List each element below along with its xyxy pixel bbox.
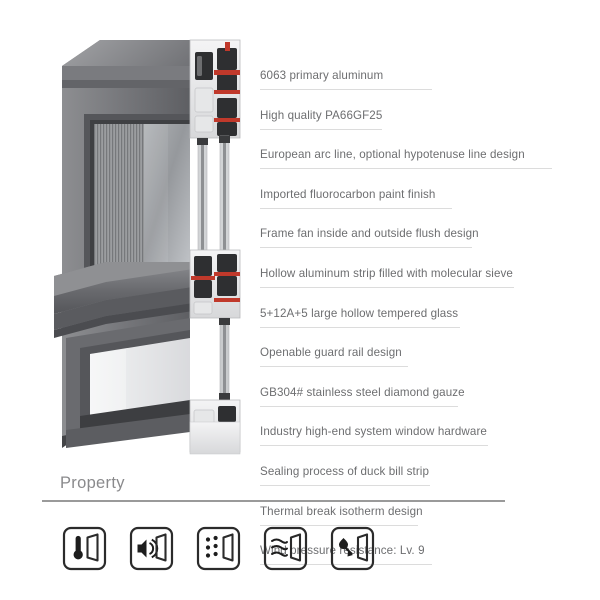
feature-item: Hollow aluminum strip filled with molecu… [252,264,572,293]
feature-item: Openable guard rail design [252,343,572,372]
feature-underline [260,564,432,566]
feature-text: Hollow aluminum strip filled with molecu… [260,266,513,280]
feature-text: High quality PA66GF25 [260,108,383,122]
property-header: Property [42,470,562,504]
feature-item: GB304# stainless steel diamond gauze [252,383,572,412]
feature-text: 5+12A+5 large hollow tempered glass [260,306,459,320]
feature-item: Sealing process of duck bill strip [252,462,572,491]
feature-underline [260,128,382,130]
feature-text: GB304# stainless steel diamond gauze [260,385,465,399]
sound-insulation-icon[interactable] [129,526,174,571]
feature-item: High quality PA66GF25 [252,106,572,135]
feature-item: 5+12A+5 large hollow tempered glass [252,304,572,333]
feature-text: Wind pressure resistance: Lv. 9 [260,544,425,558]
feature-text: Thermal break isotherm design [260,504,423,518]
feature-text: 6063 primary aluminum [260,69,384,82]
feature-list: 6063 primary aluminum High quality PA66G… [252,66,572,581]
feature-text: Sealing process of duck bill strip [260,464,430,478]
feature-underline [260,89,432,90]
property-section: Property [42,470,562,571]
feature-text: Imported fluorocarbon paint finish [260,187,436,201]
air-tightness-icon[interactable] [263,526,308,571]
feature-underline [260,405,458,407]
feature-underline [260,366,408,368]
feature-text: Openable guard rail design [260,346,402,360]
feature-underline [260,168,552,170]
feature-underline [260,524,418,526]
dustproof-icon[interactable] [196,526,241,571]
feature-text: Industry high-end system window hardware [260,425,487,439]
thermal-insulation-icon[interactable] [62,526,107,571]
feature-text: Frame fan inside and outside flush desig… [260,227,479,241]
property-title: Property [60,474,125,492]
feature-item: Industry high-end system window hardware [252,422,572,451]
feature-item: European arc line, optional hypotenuse l… [252,145,572,174]
feature-underline [260,247,472,249]
feature-underline [260,286,514,288]
feature-item: Thermal break isotherm design [252,502,572,531]
feature-underline [260,326,460,328]
feature-text: European arc line, optional hypotenuse l… [260,148,525,162]
feature-underline [260,484,430,486]
product-image [40,18,260,468]
waterproof-icon[interactable] [330,526,375,571]
property-divider [42,500,505,502]
feature-item: Imported fluorocarbon paint finish [252,185,572,214]
feature-item: 6063 primary aluminum [252,66,572,95]
feature-underline [260,207,452,209]
feature-underline [260,445,488,447]
feature-item: Wind pressure resistance: Lv. 9 [252,541,572,570]
feature-item: Frame fan inside and outside flush desig… [252,224,572,253]
property-icon-row [42,526,375,571]
